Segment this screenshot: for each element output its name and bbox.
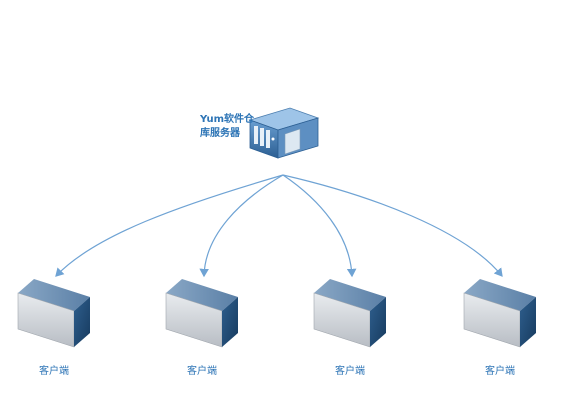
server-label-line1: Yum软件仓: [200, 114, 255, 125]
server-rack-icon: [248, 107, 320, 159]
server-label: Yum软件仓 库服务器: [200, 113, 256, 141]
arrow-to-client-4: [282, 174, 503, 277]
server-label-line2: 库服务器: [200, 128, 240, 139]
client-label: 客户端: [187, 366, 217, 377]
client-box-icon: [165, 279, 238, 348]
client-box-icon: [463, 279, 536, 348]
client-box-icon: [17, 279, 90, 348]
client-box-icon: [313, 279, 386, 348]
arrow-to-client-1: [55, 174, 284, 277]
arrow-to-client-3: [282, 174, 357, 278]
client-label: 客户端: [39, 366, 69, 377]
client-label: 客户端: [335, 366, 365, 377]
arrow-to-client-2: [199, 174, 284, 278]
client-label: 客户端: [485, 366, 515, 377]
